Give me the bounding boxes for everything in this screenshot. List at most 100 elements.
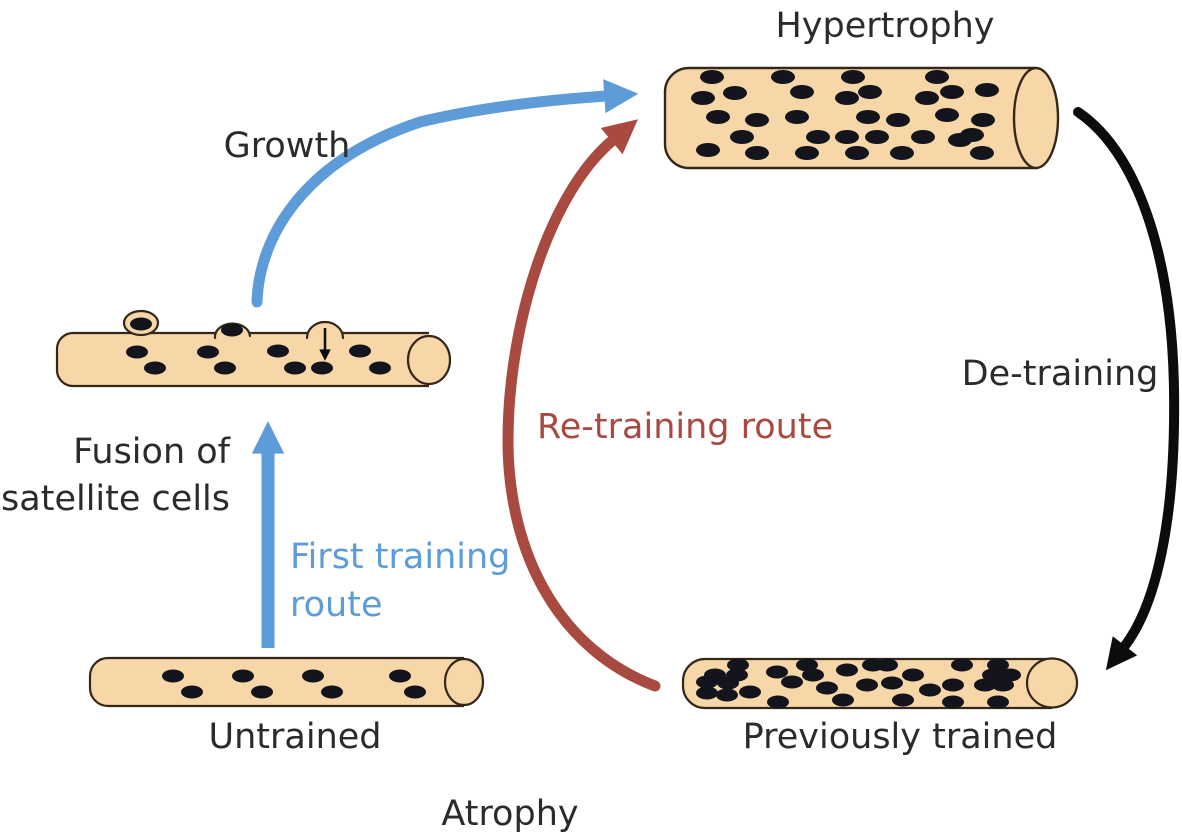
hypertrophy-fiber: [663, 66, 1060, 170]
myonucleus: [919, 683, 941, 697]
myonucleus: [691, 91, 715, 105]
myonucleus: [974, 678, 996, 692]
fusion-label-line1: Fusion of: [73, 432, 230, 472]
myonucleus: [902, 668, 924, 682]
myonucleus: [214, 361, 236, 375]
myonucleus: [886, 113, 910, 127]
myonucleus: [745, 146, 769, 160]
myonucleus: [717, 676, 739, 690]
growth-label: Growth: [224, 126, 351, 166]
myonucleus: [369, 361, 391, 375]
myonucleus: [700, 70, 724, 84]
myonucleus: [806, 130, 830, 144]
myonucleus: [940, 85, 964, 99]
previously-trained-fiber: [681, 657, 1079, 710]
myonucleus: [771, 70, 795, 84]
myonucleus: [832, 693, 854, 707]
untrained-fiber: [88, 656, 485, 708]
myonucleus: [915, 91, 939, 105]
retraining-route-label: Re-training route: [537, 407, 833, 447]
myonucleus: [696, 686, 718, 700]
myonucleus: [144, 361, 166, 375]
myonucleus: [858, 85, 882, 99]
myonuclei-group: [691, 70, 999, 160]
myonucleus: [267, 344, 289, 358]
myonucleus: [130, 317, 152, 331]
myonucleus: [836, 663, 858, 677]
myonucleus: [723, 86, 747, 100]
myonucleus: [311, 361, 333, 375]
myonucleus: [221, 323, 243, 337]
myonucleus: [890, 146, 914, 160]
myonucleus: [856, 678, 878, 692]
myonucleus: [785, 110, 809, 124]
previously-trained-label: Previously trained: [743, 717, 1058, 757]
myonucleus: [999, 668, 1021, 682]
first-training-route-label-line1: First training: [290, 537, 510, 577]
myonucleus: [865, 130, 889, 144]
untrained-label: Untrained: [208, 717, 381, 757]
myonucleus: [975, 83, 999, 97]
myonucleus: [162, 669, 184, 683]
myonucleus: [284, 361, 306, 375]
myonucleus: [942, 695, 964, 709]
fiber-body: [88, 656, 464, 708]
myonucleus: [716, 688, 738, 702]
myonucleus: [745, 113, 769, 127]
myonucleus: [982, 668, 1004, 682]
fiber-end-cap: [443, 657, 485, 707]
myonucleus: [181, 685, 203, 699]
myonucleus: [321, 685, 343, 699]
myonucleus: [892, 693, 914, 707]
myonucleus: [816, 681, 838, 695]
myonucleus: [971, 113, 995, 127]
myonucleus: [795, 146, 819, 160]
myonucleus: [911, 130, 935, 144]
myonucleus: [766, 665, 788, 679]
atrophy-label: Atrophy: [441, 794, 578, 834]
myonucleus: [856, 110, 880, 124]
myonucleus: [835, 130, 859, 144]
myonucleus: [960, 128, 984, 142]
myonucleus: [925, 70, 949, 84]
detraining-label: De-training: [962, 354, 1159, 394]
satellite-cell-merging-bump: [305, 320, 345, 361]
myonucleus: [696, 143, 720, 157]
myonuclei-group: [696, 658, 1021, 709]
first-training-route-label-line2: route: [290, 585, 382, 625]
myonucleus: [796, 658, 818, 672]
myonucleus: [404, 685, 426, 699]
myonucleus: [302, 669, 324, 683]
fiber-end-cap: [406, 334, 452, 386]
myonucleus: [197, 345, 219, 359]
fusion-fiber: [55, 309, 452, 388]
myonucleus: [251, 685, 273, 699]
myonucleus: [126, 345, 148, 359]
myonucleus: [349, 344, 371, 358]
detraining-arrow: [1073, 107, 1180, 671]
myonucleus: [876, 658, 898, 672]
myonucleus: [942, 678, 964, 692]
myonucleus: [835, 91, 859, 105]
myonucleus: [232, 669, 254, 683]
myonucleus: [841, 70, 865, 84]
fiber-body: [55, 331, 429, 388]
myonuclei-group: [126, 344, 391, 375]
hypertrophy-label: Hypertrophy: [775, 6, 994, 46]
myonucleus: [727, 658, 749, 672]
myonucleus: [739, 685, 761, 699]
myonucleus: [987, 658, 1009, 672]
myonucleus: [881, 676, 903, 690]
myonucleus: [389, 669, 411, 683]
satellite-nuclei-group: [130, 317, 243, 337]
myonucleus: [935, 108, 959, 122]
myonucleus: [992, 678, 1014, 692]
growth-arrow: [251, 79, 639, 308]
myonucleus: [730, 130, 754, 144]
myonucleus: [845, 146, 869, 160]
fiber-end-cap: [1012, 66, 1060, 170]
myonucleus: [706, 110, 730, 124]
myonucleus: [767, 695, 789, 709]
